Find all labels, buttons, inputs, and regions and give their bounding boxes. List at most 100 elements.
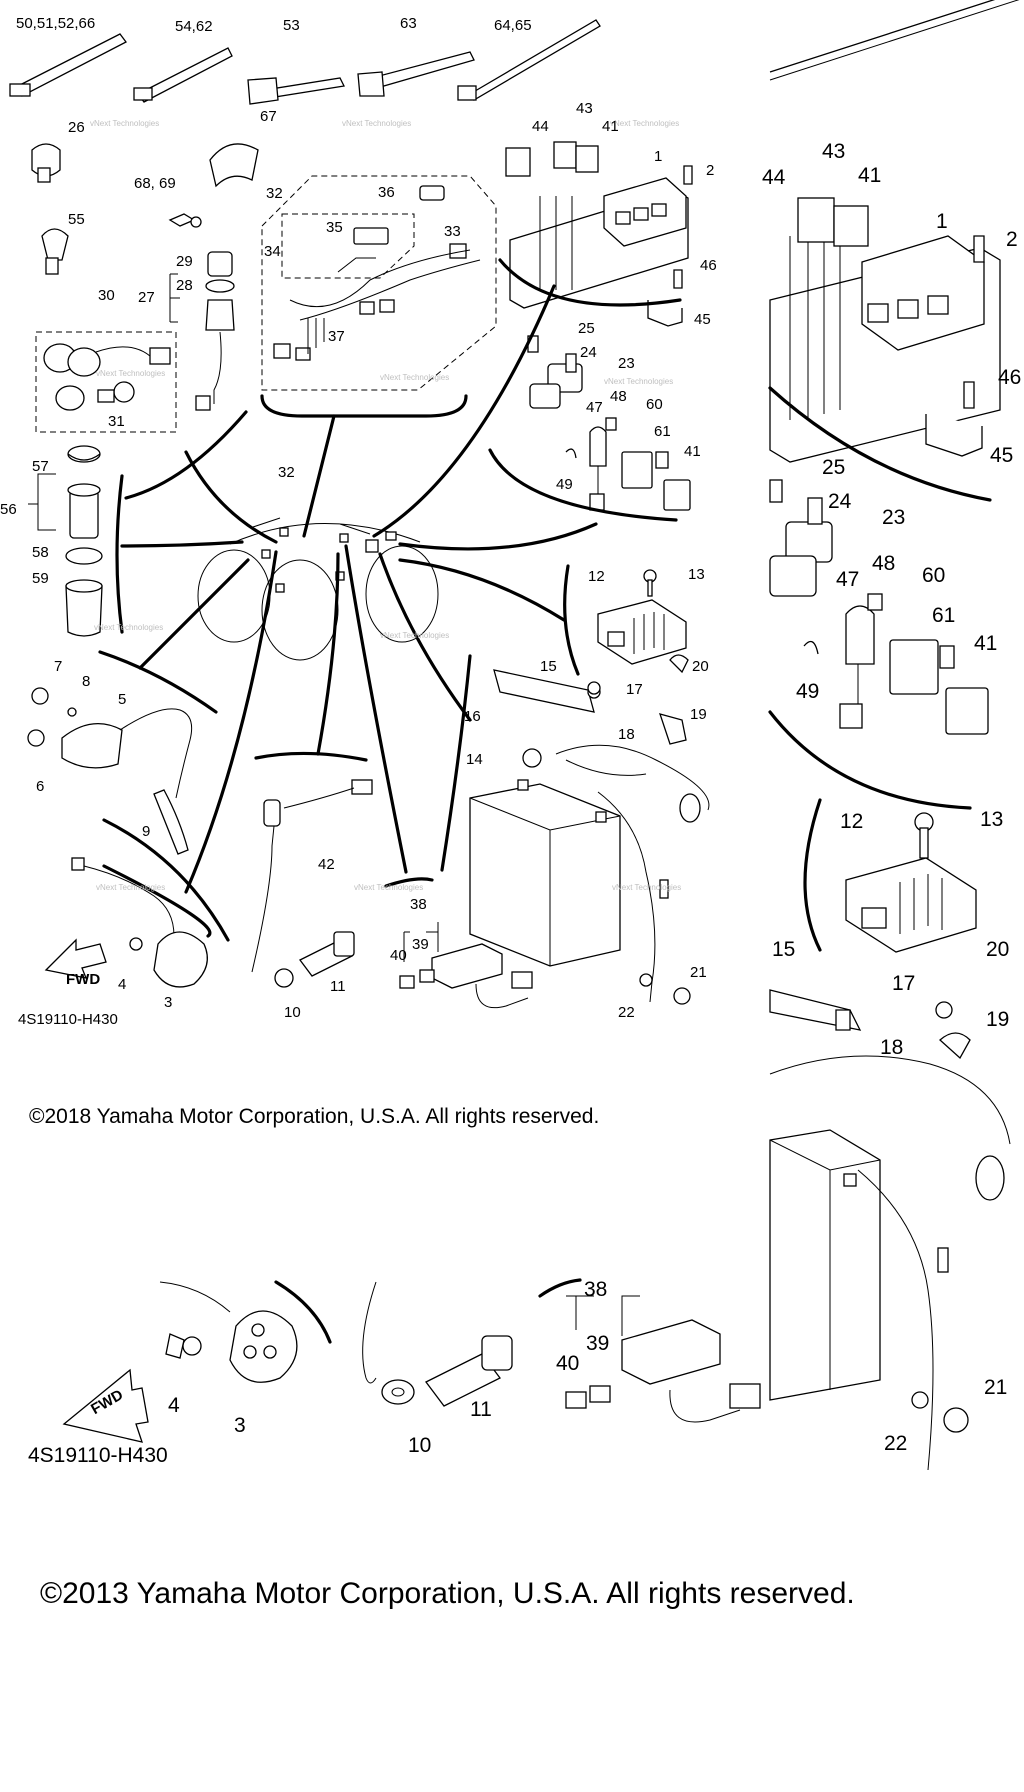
- copyright-notice-top: ©2018 Yamaha Motor Corporation, U.S.A. A…: [29, 1105, 600, 1128]
- zoom-callout-10: 10: [408, 1434, 431, 1457]
- zoom-callout-24: 24: [828, 490, 852, 513]
- zoom-bottom-panel: FWD 4 3 38 39 40 11 10 4S19110-H430: [28, 1278, 761, 1467]
- callout-9: 9: [142, 823, 150, 840]
- callout-44: 44: [532, 118, 549, 135]
- battery-group: [469, 654, 710, 1005]
- callout-7: 7: [54, 658, 62, 675]
- callout-21: 21: [690, 964, 707, 981]
- callout-46: 46: [700, 257, 717, 274]
- callout-47: 47: [586, 399, 603, 416]
- rectifier-group: [597, 569, 687, 665]
- svg-text:vNext Technologies: vNext Technologies: [94, 623, 163, 632]
- callout-11: 11: [330, 978, 346, 995]
- ignition-coil-group: [27, 687, 193, 855]
- callout-6: 6: [36, 778, 44, 795]
- callout-57: 57: [32, 458, 49, 475]
- callout-33: 33: [444, 223, 461, 240]
- callout-25: 25: [578, 320, 595, 337]
- callout-61: 61: [654, 423, 671, 440]
- callout-19: 19: [690, 706, 707, 723]
- callout-labels-zoom-bottom: 4 3 38 39 40 11 10 4S19110-H430: [28, 1278, 609, 1467]
- callout-29: 29: [176, 253, 193, 270]
- callout-23: 23: [618, 355, 635, 372]
- zoom-callout-41: 41: [858, 164, 881, 187]
- zoom-right-panel: 44 43 41 1 2 46 45 25 24 23 48 60 47 61 …: [762, 0, 1021, 1471]
- fwd-label: FWD: [66, 971, 100, 988]
- zoom-callout-61: 61: [932, 604, 955, 627]
- callout-37: 37: [328, 328, 345, 345]
- callout-40: 40: [390, 947, 407, 964]
- callout-59: 59: [32, 570, 49, 587]
- callout-32b: 32: [278, 464, 295, 481]
- handlebar-switch-group: [35, 331, 177, 433]
- dc-socket-group: [28, 445, 103, 637]
- callout-1: 1: [654, 148, 662, 165]
- svg-text:vNext Technologies: vNext Technologies: [612, 883, 681, 892]
- callout-64: 64,65: [494, 17, 532, 34]
- callout-55: 55: [68, 211, 85, 228]
- wire-harness-group: [261, 175, 497, 391]
- callout-41b: 41: [684, 443, 701, 460]
- svg-text:vNext Technologies: vNext Technologies: [96, 883, 165, 892]
- callout-54: 54,62: [175, 18, 213, 35]
- zoom-callout-23: 23: [882, 506, 905, 529]
- callout-32a: 32: [266, 185, 283, 202]
- svg-text:vNext Technologies: vNext Technologies: [380, 631, 449, 640]
- callout-10: 10: [284, 1004, 301, 1021]
- zoom-callout-11: 11: [470, 1398, 492, 1421]
- callout-58: 58: [32, 544, 49, 561]
- callout-49: 49: [556, 476, 573, 493]
- copyright-notice-bottom: ©2013 Yamaha Motor Corporation, U.S.A. A…: [40, 1577, 855, 1610]
- zoom-callout-22: 22: [884, 1432, 907, 1455]
- zoom-callout-13: 13: [980, 808, 1003, 831]
- callout-43: 43: [576, 100, 593, 117]
- zoom-diagram-code: 4S19110-H430: [28, 1444, 168, 1467]
- zoom-callout-44: 44: [762, 166, 786, 189]
- zoom-callout-25: 25: [822, 456, 845, 479]
- fuse-box-group: [399, 922, 533, 1009]
- callout-31: 31: [108, 413, 125, 430]
- zoom-callout-60: 60: [922, 564, 945, 587]
- vehicle-outline: [197, 517, 439, 661]
- callout-17: 17: [626, 681, 643, 698]
- callout-12: 12: [588, 568, 605, 585]
- zoom-callout-21: 21: [984, 1376, 1007, 1399]
- zoom-callout-46: 46: [998, 366, 1021, 389]
- callout-14: 14: [466, 751, 483, 768]
- callout-15: 15: [540, 658, 557, 675]
- callout-26: 26: [68, 119, 85, 136]
- main-diagram: vNext Technologies vNext Technologies vN…: [0, 15, 717, 1028]
- callout-22: 22: [618, 1004, 635, 1021]
- zoom-callout-17: 17: [892, 972, 915, 995]
- callout-68: 68, 69: [134, 175, 176, 192]
- clamp-group: [31, 143, 259, 275]
- zoom-callout-2: 2: [1006, 228, 1018, 251]
- cable-tie-group: [9, 19, 601, 105]
- diagram-code: 4S19110-H430: [18, 1011, 118, 1028]
- callout-27: 27: [138, 289, 155, 306]
- leader-lines: [102, 284, 598, 938]
- callout-20: 20: [692, 658, 709, 675]
- callout-48: 48: [610, 388, 627, 405]
- zoom-callout-3: 3: [234, 1414, 246, 1437]
- svg-text:vNext Technologies: vNext Technologies: [342, 119, 411, 128]
- callout-35: 35: [326, 219, 343, 236]
- zoom-callout-12: 12: [840, 810, 863, 833]
- svg-text:vNext Technologies: vNext Technologies: [610, 119, 679, 128]
- zoom-callout-43: 43: [822, 140, 845, 163]
- zoom-callout-49: 49: [796, 680, 819, 703]
- svg-text:vNext Technologies: vNext Technologies: [90, 119, 159, 128]
- bracket-arcs: [98, 258, 682, 942]
- callout-41: 41: [602, 118, 619, 135]
- callout-labels-zoom-right: 44 43 41 1 2 46 45 25 24 23 48 60 47 61 …: [762, 140, 1021, 1455]
- callout-24: 24: [580, 344, 597, 361]
- callout-34: 34: [264, 243, 281, 260]
- main-switch-group: [168, 213, 235, 411]
- callout-53: 53: [283, 17, 300, 34]
- callout-18: 18: [618, 726, 635, 743]
- zoom-callout-18: 18: [880, 1036, 903, 1059]
- callout-30: 30: [98, 287, 115, 304]
- callout-67: 67: [260, 108, 277, 125]
- zoom-callout-39: 39: [586, 1332, 609, 1355]
